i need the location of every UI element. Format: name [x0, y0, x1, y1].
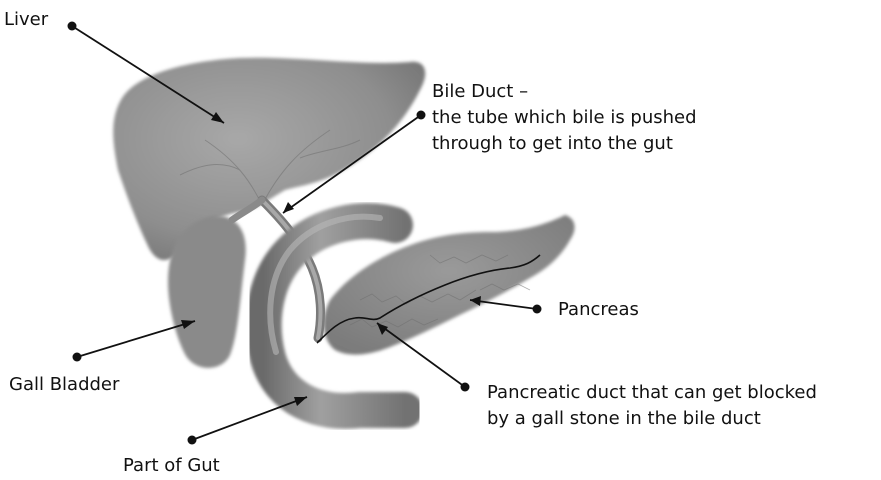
bile-duct-description-line-1: the tube which bile is pushed	[432, 105, 697, 131]
gall-bladder-label: Gall Bladder	[9, 372, 119, 398]
pancreatic-duct-line-2: by a gall stone in the bile duct	[487, 406, 817, 432]
liver-label: Liver	[4, 7, 48, 33]
bile-duct-label: Bile Duct – the tube which bile is pushe…	[432, 79, 697, 157]
pancreas-label: Pancreas	[558, 297, 639, 323]
pancreatic-duct-label: Pancreatic duct that can get blocked by …	[487, 380, 817, 432]
part-of-gut-label: Part of Gut	[123, 453, 220, 479]
bile-duct-title: Bile Duct –	[432, 79, 697, 105]
gall-bladder-shape	[168, 216, 246, 368]
bile-duct-description-line-2: through to get into the gut	[432, 131, 697, 157]
pancreatic-duct-line-1: Pancreatic duct that can get blocked	[487, 380, 817, 406]
